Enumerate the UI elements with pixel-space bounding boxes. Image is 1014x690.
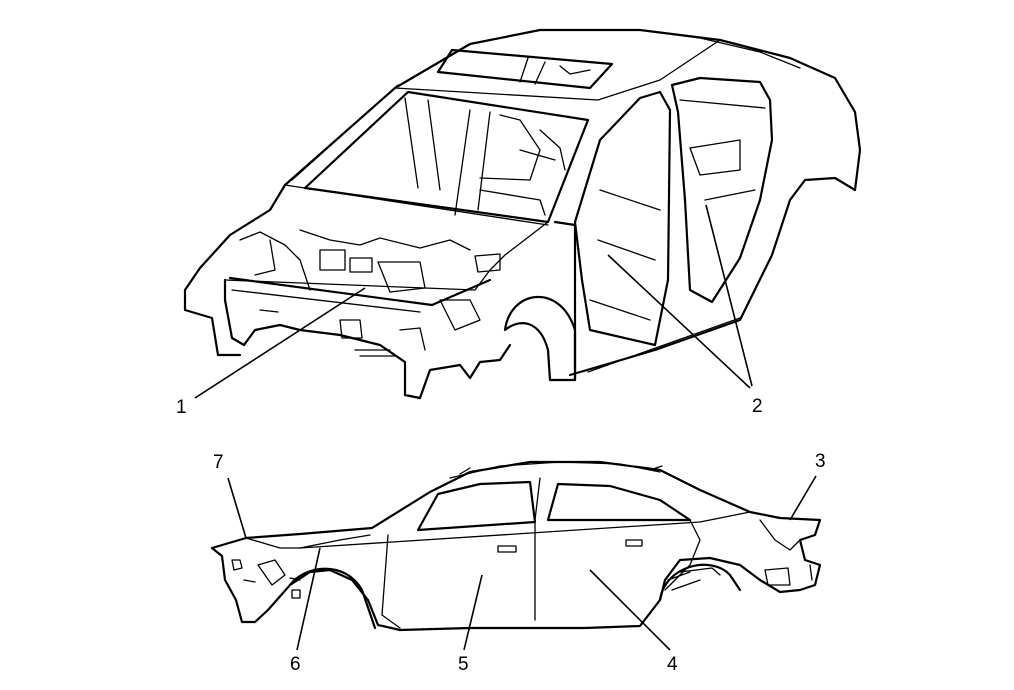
- callout-5-leader: [463, 574, 483, 651]
- body-shell-perspective-view: [183, 28, 862, 400]
- rear-door-handle: [625, 539, 643, 547]
- callout-2-leader-rear: [705, 204, 753, 387]
- engine-bay-panel: [377, 261, 426, 293]
- sunroof-opening: [436, 48, 614, 90]
- body-shell-side-view: [210, 460, 822, 632]
- windshield-opening: [303, 90, 590, 224]
- callout-7: 7: [213, 452, 224, 473]
- callout-3-leader: [789, 475, 817, 521]
- callout-3: 3: [815, 451, 826, 472]
- front-door-handle: [497, 545, 517, 553]
- front-door-opening: [573, 90, 672, 347]
- callout-4: 4: [667, 654, 678, 675]
- callout-1-leader: [194, 287, 366, 399]
- rear-door-opening: [670, 76, 774, 304]
- callout-6-leader: [296, 547, 321, 651]
- rear-window-opening: [546, 482, 692, 522]
- callout-6: 6: [290, 654, 301, 675]
- front-door-edge: [381, 534, 401, 629]
- callout-2-leader-front: [607, 254, 751, 389]
- callout-7-leader: [227, 477, 247, 539]
- callout-1: 1: [176, 397, 187, 418]
- callout-2: 2: [752, 396, 763, 417]
- callout-5: 5: [458, 654, 469, 675]
- front-window-opening: [416, 480, 537, 532]
- callout-4-leader: [589, 569, 671, 651]
